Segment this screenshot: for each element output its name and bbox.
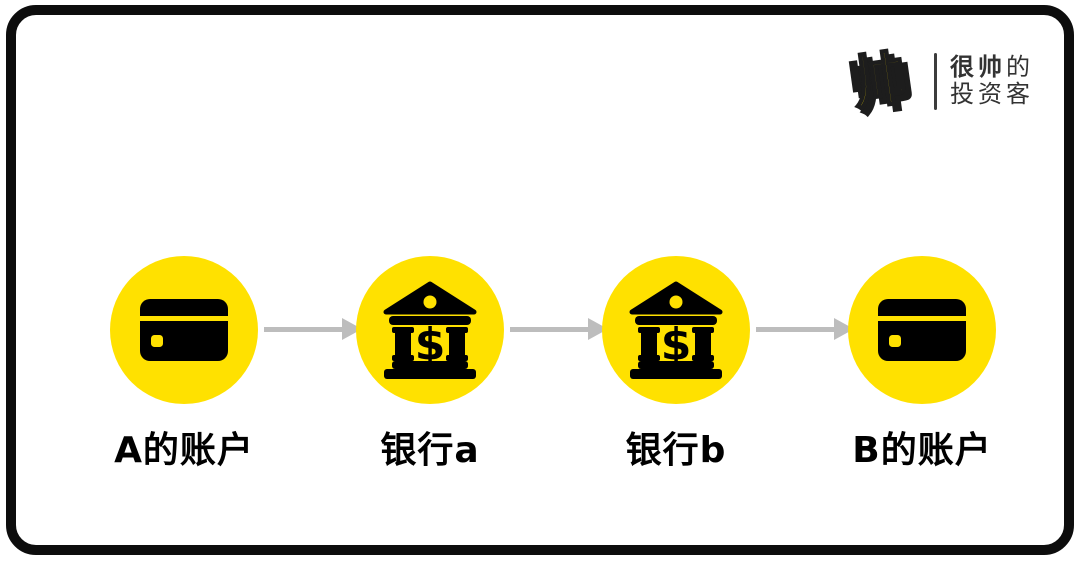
brand-name: 很帅的 投资客: [950, 54, 1034, 108]
bank-glyph: $: [383, 281, 477, 379]
credit-card-icon: [848, 256, 996, 404]
brand-logo: 帅 帅 很帅的 投资客: [835, 42, 1034, 125]
credit-card-icon: [110, 256, 258, 404]
bank-icon: $: [602, 256, 750, 404]
flow-node-account-b: B的账户: [812, 256, 1032, 473]
brand-glyph-3d-icon: 帅 帅: [835, 42, 921, 125]
flow-node-account-a: A的账户: [74, 256, 294, 473]
bank-glyph: $: [629, 281, 723, 379]
node-label: 银行a: [380, 430, 480, 471]
node-label: B的账户: [852, 430, 992, 471]
border-frame: 帅 帅 很帅的 投资客 A的账户: [6, 5, 1074, 555]
node-label: A的账户: [114, 430, 254, 471]
brand-name-line1: 很帅的: [950, 53, 1034, 81]
brand-name-line2: 投资客: [950, 80, 1034, 108]
brand-glyph-face: 帅: [843, 42, 912, 120]
credit-card-glyph: [878, 299, 966, 361]
flow-node-bank-b: $ 银行b: [566, 256, 786, 473]
bank-icon: $: [356, 256, 504, 404]
credit-card-glyph: [140, 299, 228, 361]
node-label: 银行b: [625, 430, 727, 471]
logo-divider: [934, 52, 937, 110]
flow-node-bank-a: $ 银行a: [320, 256, 540, 473]
